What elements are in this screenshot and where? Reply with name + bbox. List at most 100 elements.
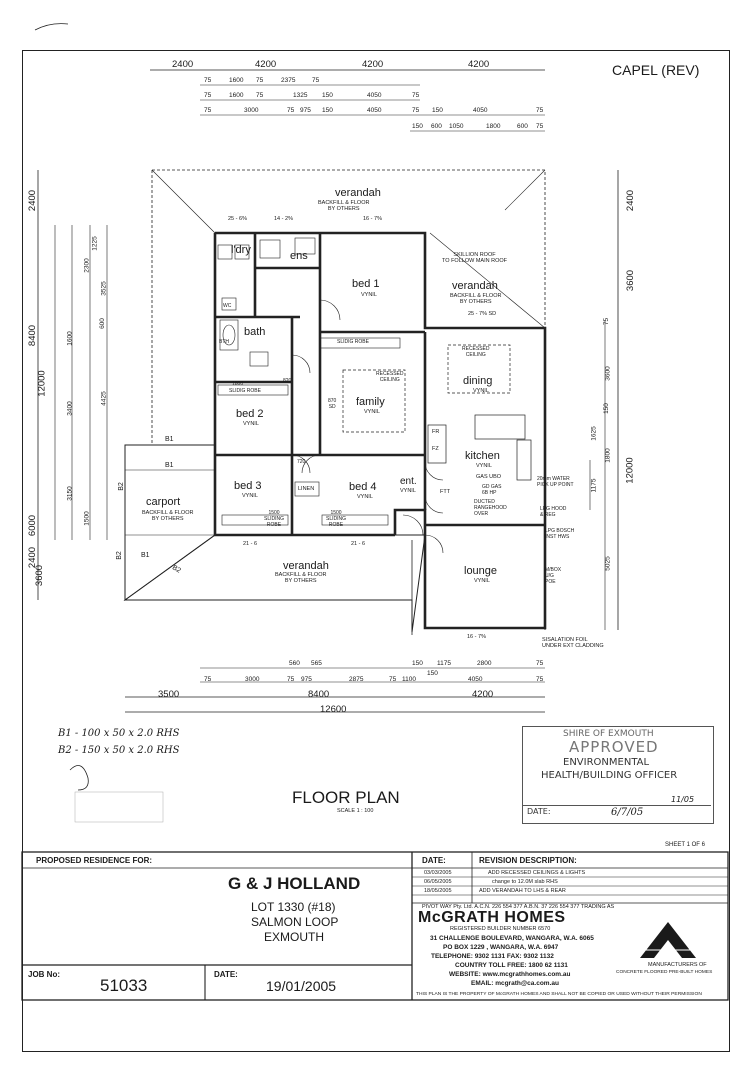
- revision-description-header: REVISION DESCRIPTION:: [479, 856, 577, 865]
- room-bath: bath: [244, 326, 266, 338]
- plan-date: 19/01/2005: [266, 978, 337, 994]
- stamp-signature-date: 11/05: [671, 795, 695, 804]
- company-name: McGRATH HOMES: [418, 909, 566, 926]
- street-name: SALMON LOOP: [251, 915, 339, 929]
- dim-bottom-r2-7: 1100: [402, 676, 416, 683]
- room-bed4: bed 4: [349, 481, 377, 493]
- lpg-hood-note: LPG HOOD & REG: [540, 506, 567, 518]
- dim-right-inner-7: 150: [602, 403, 610, 414]
- freezer-label: FZ: [432, 446, 439, 452]
- revision-date-3: 18/05/2005: [424, 888, 452, 894]
- stamp-date-value: 6/7/05: [611, 807, 644, 818]
- company-tollfree: COUNTRY TOLL FREE: 1800 62 1131: [455, 962, 568, 969]
- gas-note: GAS UBO: [476, 474, 502, 480]
- room-carport: carport: [146, 496, 181, 508]
- dim-top-r3-8: 150: [432, 107, 443, 114]
- dim-top-r3-5: 150: [322, 107, 333, 114]
- dim-top-main-4: 4200: [468, 59, 490, 70]
- dim-right-inner-1: 3600: [604, 366, 612, 381]
- room-lounge: lounge: [464, 565, 498, 577]
- family-ceiling-note: RECESSED CEILING: [376, 371, 404, 383]
- room-laundry: l'dry: [231, 244, 251, 256]
- dim-bottom-r1-4: 1175: [437, 660, 451, 667]
- linen-label: LINEN: [298, 486, 315, 492]
- fridge-label: FR: [432, 429, 440, 435]
- verandah-right-note: BACKFILL & FLOOR BY OTHERS: [450, 293, 502, 305]
- fall-top-1: 25 - 6%: [228, 216, 247, 222]
- sheet-number: SHEET 1 OF 6: [665, 842, 705, 848]
- sliding-robe-note-4: 1500 SLIDING ROBE: [326, 510, 347, 528]
- company-email: EMAIL: mcgrath@ca.com.au: [471, 980, 559, 987]
- revision-date-1: 03/03/2005: [424, 870, 452, 876]
- handwritten-note-b2: B2 - 150 x 50 x 2.0 RHS: [58, 745, 180, 756]
- dim-top-r4-1: 150: [412, 123, 423, 130]
- stamp-department: ENVIRONMENTAL: [563, 757, 650, 768]
- bed4-floor: VYNIL: [357, 494, 373, 500]
- dim-right-2: 3600: [625, 269, 637, 292]
- dim-top-r4-2: 600: [431, 123, 442, 130]
- fall-top-2: 14 - 2%: [274, 216, 293, 222]
- stamp-shire: SHIRE OF EXMOUTH: [563, 729, 654, 739]
- job-number: 51033: [100, 976, 148, 995]
- dim-bottom-r2-1: 75: [204, 676, 212, 683]
- registered-builder: REGISTERED BUILDER NUMBER 6570: [450, 926, 551, 932]
- dim-bottom-r1-5: 2800: [477, 660, 492, 667]
- town-name: EXMOUTH: [264, 930, 324, 944]
- dim-top-r1-5: 75: [312, 77, 320, 84]
- revision-date-header: DATE:: [422, 856, 446, 865]
- room-kitchen: kitchen: [465, 450, 500, 462]
- stamp-officer: HEALTH/BUILDING OFFICER: [541, 770, 678, 781]
- dim-top-r4-5: 600: [517, 123, 528, 130]
- sliding-robe-note-2: SLIDIG ROBE: [229, 388, 261, 394]
- dim-top-r2-6: 4050: [367, 92, 382, 99]
- dim-top-r2-1: 75: [204, 92, 212, 99]
- dim-left-3: 12000: [36, 370, 48, 397]
- revision-date-2: 06/05/2005: [424, 879, 452, 885]
- floor-plan-title: FLOOR PLAN: [292, 788, 400, 807]
- dim-top-r1-2: 1600: [229, 77, 244, 84]
- room-family: family: [356, 396, 385, 408]
- dim-right-inner-5: 5025: [604, 556, 612, 571]
- dim-bottom-r2-2: 3000: [245, 676, 260, 683]
- fall-right: 25 - 7% SD: [468, 311, 497, 317]
- door-size-720: 720: [297, 459, 306, 465]
- approval-stamp: SHIRE OF EXMOUTH APPROVED ENVIRONMENTAL …: [522, 726, 714, 824]
- dim-top-r3-9: 4050: [473, 107, 488, 114]
- dim-bottom-main-3: 4200: [472, 689, 494, 700]
- lpg-bosch-note: LPG BOSCH INST HWS: [545, 528, 575, 540]
- dim-left-inner-3: 3525: [100, 281, 108, 296]
- dim-bottom-r2-3: 75: [287, 676, 295, 683]
- bth-label: BTH: [219, 339, 229, 345]
- dim-bottom-r1-3: 150: [412, 660, 423, 667]
- mcgrath-logo: [640, 922, 696, 958]
- dim-left-inner-6: 4425: [100, 391, 108, 406]
- dim-left-inner-7: 3150: [66, 486, 74, 501]
- dim-top-r2-3: 75: [256, 92, 264, 99]
- dim-top-r3-1: 75: [204, 107, 212, 114]
- dim-top-r2-7: 75: [412, 92, 420, 99]
- handwritten-note-b1: B1 - 100 x 50 x 2.0 RHS: [58, 728, 180, 739]
- dim-top-r4-6: 75: [536, 123, 544, 130]
- room-bed3: bed 3: [234, 480, 262, 492]
- dim-bottom-r2-4: 975: [301, 676, 312, 683]
- sliding-door-870: 870 SD: [328, 398, 337, 410]
- dim-top-r3-4: 975: [300, 107, 311, 114]
- job-number-label: JOB No:: [28, 970, 60, 979]
- dim-bottom-main-2: 8400: [308, 689, 330, 700]
- pivot-way-line: PIVOT WAY Pty. Ltd. A.C.N. 226 554 377 A…: [422, 904, 615, 910]
- dim-top-main-3: 4200: [362, 59, 384, 70]
- bed1-floor: VYNIL: [361, 292, 377, 298]
- proposed-residence-label: PROPOSED RESIDENCE FOR:: [36, 856, 153, 865]
- dim-left-4: 6000: [27, 514, 39, 537]
- dim-left-1: 2400: [27, 189, 39, 212]
- room-bed2: bed 2: [236, 408, 264, 420]
- room-verandah-right: verandah: [452, 280, 498, 292]
- dim-top-r4-4: 1800: [486, 123, 501, 130]
- beam-b1-label-3: B1: [141, 552, 150, 559]
- dim-left-inner-4: 1600: [66, 331, 74, 346]
- dim-top-r1-3: 75: [256, 77, 264, 84]
- stamp-approved: APPROVED: [569, 738, 659, 756]
- stamp-date-label: DATE:: [527, 807, 551, 816]
- family-floor: VYNIL: [364, 409, 380, 415]
- dim-bottom-r2-10: 75: [536, 676, 544, 683]
